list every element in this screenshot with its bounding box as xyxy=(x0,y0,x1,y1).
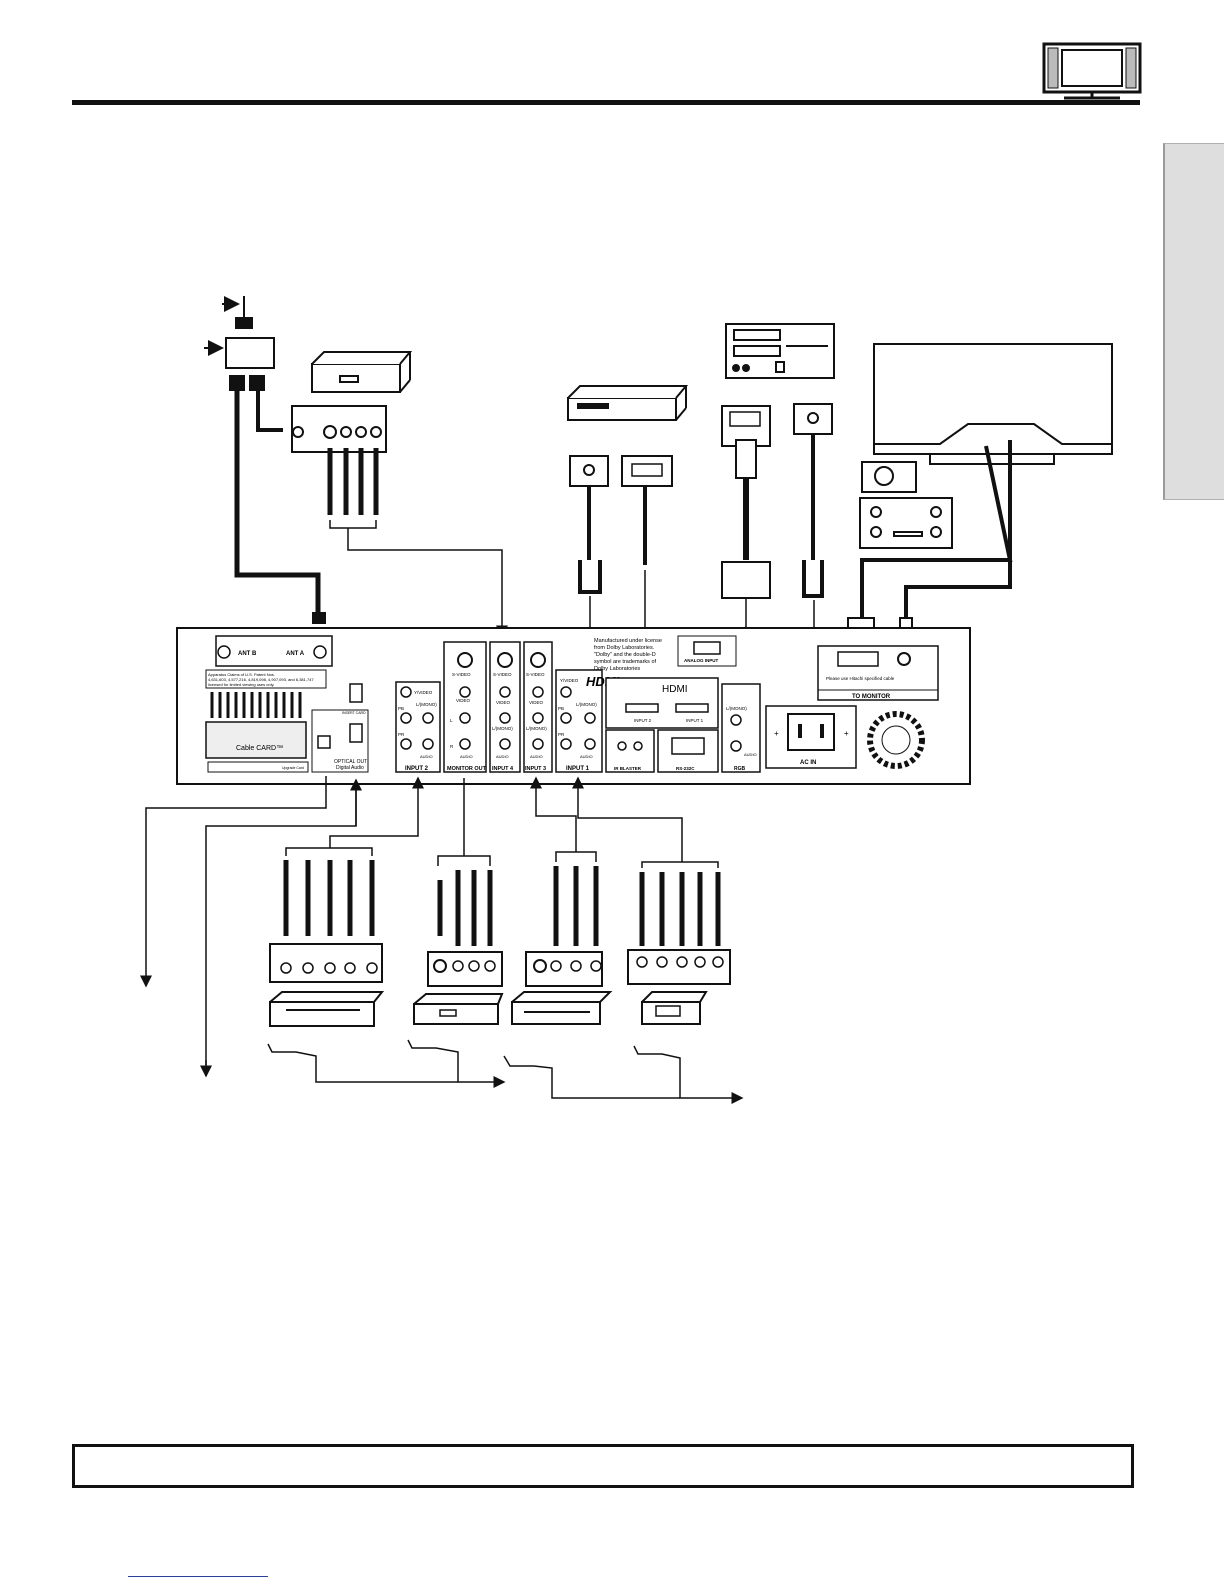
svg-text:Digital Audio: Digital Audio xyxy=(336,765,364,771)
svg-text:L/(MONO): L/(MONO) xyxy=(726,706,747,711)
ant-b-label: ANT B xyxy=(238,651,257,657)
svg-text:Manufactured under license: Manufactured under license xyxy=(594,638,662,644)
optical-out-label: OPTICAL OUT xyxy=(334,759,367,765)
svg-text:VIDEO: VIDEO xyxy=(529,700,544,705)
footer-line xyxy=(128,1576,268,1577)
antenna-cable xyxy=(234,390,321,615)
svg-text:R: R xyxy=(450,744,454,749)
svg-text:PR: PR xyxy=(558,732,565,737)
svg-text:ANALOG INPUT: ANALOG INPUT xyxy=(684,658,719,663)
svg-text:AUDIO: AUDIO xyxy=(580,754,593,759)
svg-text:L/(MONO): L/(MONO) xyxy=(416,702,437,707)
svg-text:INSERT CARD: INSERT CARD xyxy=(342,711,366,715)
svg-text:L/(MONO): L/(MONO) xyxy=(576,702,597,707)
input4-label: INPUT 4 xyxy=(492,766,514,772)
svg-text:symbol are trademarks of: symbol are trademarks of xyxy=(594,659,657,665)
svg-text:VIDEO: VIDEO xyxy=(456,698,471,703)
svg-text:Upgrade Card: Upgrade Card xyxy=(282,766,304,770)
note-box xyxy=(72,1444,1134,1488)
to-monitor-label: TO MONITOR xyxy=(852,694,891,700)
svg-text:AUDIO: AUDIO xyxy=(744,752,757,757)
device-group-input1 xyxy=(578,778,731,1025)
flat-monitor xyxy=(859,343,1113,549)
ant-a-label: ANT A xyxy=(286,651,305,657)
svg-text:Apparatus Claims of U.S. Paten: Apparatus Claims of U.S. Patent Nos. xyxy=(208,672,275,677)
svg-text:AUDIO: AUDIO xyxy=(530,754,543,759)
ir-blaster-cables xyxy=(267,1039,744,1104)
device-group-input2 xyxy=(269,778,418,1027)
svg-text:S-VIDEO: S-VIDEO xyxy=(493,672,512,677)
dvd-player xyxy=(567,385,689,421)
svg-text:Y/VIDEO: Y/VIDEO xyxy=(560,678,579,683)
input3-label: INPUT 3 xyxy=(525,766,546,772)
svg-text:4,631,603, 4,577,216, 4,819,09: 4,631,603, 4,577,216, 4,819,098, 4,907,0… xyxy=(208,677,314,682)
svg-text:licensed for limited viewing u: licensed for limited viewing uses only. xyxy=(208,682,274,687)
svg-text:L: L xyxy=(450,718,453,723)
svg-text:Please use Hitachi specified c: Please use Hitachi specified cable xyxy=(826,676,895,681)
svg-text:AUDIO: AUDIO xyxy=(420,754,433,759)
svg-text:PB: PB xyxy=(398,706,404,711)
svg-text:HDMI: HDMI xyxy=(662,684,688,695)
rgb-label: RGB xyxy=(734,766,746,772)
svg-text:"Dolby" and the double-D: "Dolby" and the double-D xyxy=(594,652,656,658)
cable-box-cables xyxy=(327,448,379,515)
device-group-input3 xyxy=(511,778,613,1025)
svg-text:PB: PB xyxy=(558,706,564,711)
svg-text:PR: PR xyxy=(398,732,405,737)
antenna-splitter xyxy=(204,296,275,391)
svg-text:L/(MONO): L/(MONO) xyxy=(526,726,547,731)
svg-text:S-VIDEO: S-VIDEO xyxy=(526,672,545,677)
rear-panel: ANT B ANT A Apparatus Claims of U.S. Pat… xyxy=(176,627,971,785)
svg-text:INPUT 1: INPUT 1 xyxy=(686,718,704,723)
svg-text:+: + xyxy=(844,729,849,738)
svg-text:Y/VIDEO: Y/VIDEO xyxy=(414,690,433,695)
svg-text:L/(MONO): L/(MONO) xyxy=(492,726,513,731)
svg-text:S-VIDEO: S-VIDEO xyxy=(452,672,471,677)
header-rule xyxy=(72,100,1140,105)
svg-text:from Dolby Laboratories.: from Dolby Laboratories. xyxy=(594,645,655,651)
svg-text:AUDIO: AUDIO xyxy=(460,754,473,759)
svg-text:INPUT 2: INPUT 2 xyxy=(634,718,652,723)
svg-text:AUDIO: AUDIO xyxy=(496,754,509,759)
monitor-out-label: MONITOR OUT xyxy=(447,766,487,772)
svg-text:IR BLASTER: IR BLASTER xyxy=(614,766,642,771)
svg-text:Dolby Laboratories: Dolby Laboratories xyxy=(594,666,640,672)
svg-text:+: + xyxy=(774,729,779,738)
cable-box xyxy=(311,351,413,393)
svg-text:RS-232C: RS-232C xyxy=(676,766,695,771)
svg-text:VIDEO: VIDEO xyxy=(496,700,511,705)
cable-box-jacks xyxy=(291,405,387,453)
input1-label: INPUT 1 xyxy=(566,766,590,772)
cablecard-label: Cable CARD™ xyxy=(236,745,283,752)
device-group-monitor-out xyxy=(413,778,504,1025)
computer xyxy=(725,323,835,379)
side-tab xyxy=(1163,143,1224,500)
ac-in-label: AC IN xyxy=(800,760,816,766)
input2-label: INPUT 2 xyxy=(405,766,429,772)
tv-icon xyxy=(1042,42,1142,100)
